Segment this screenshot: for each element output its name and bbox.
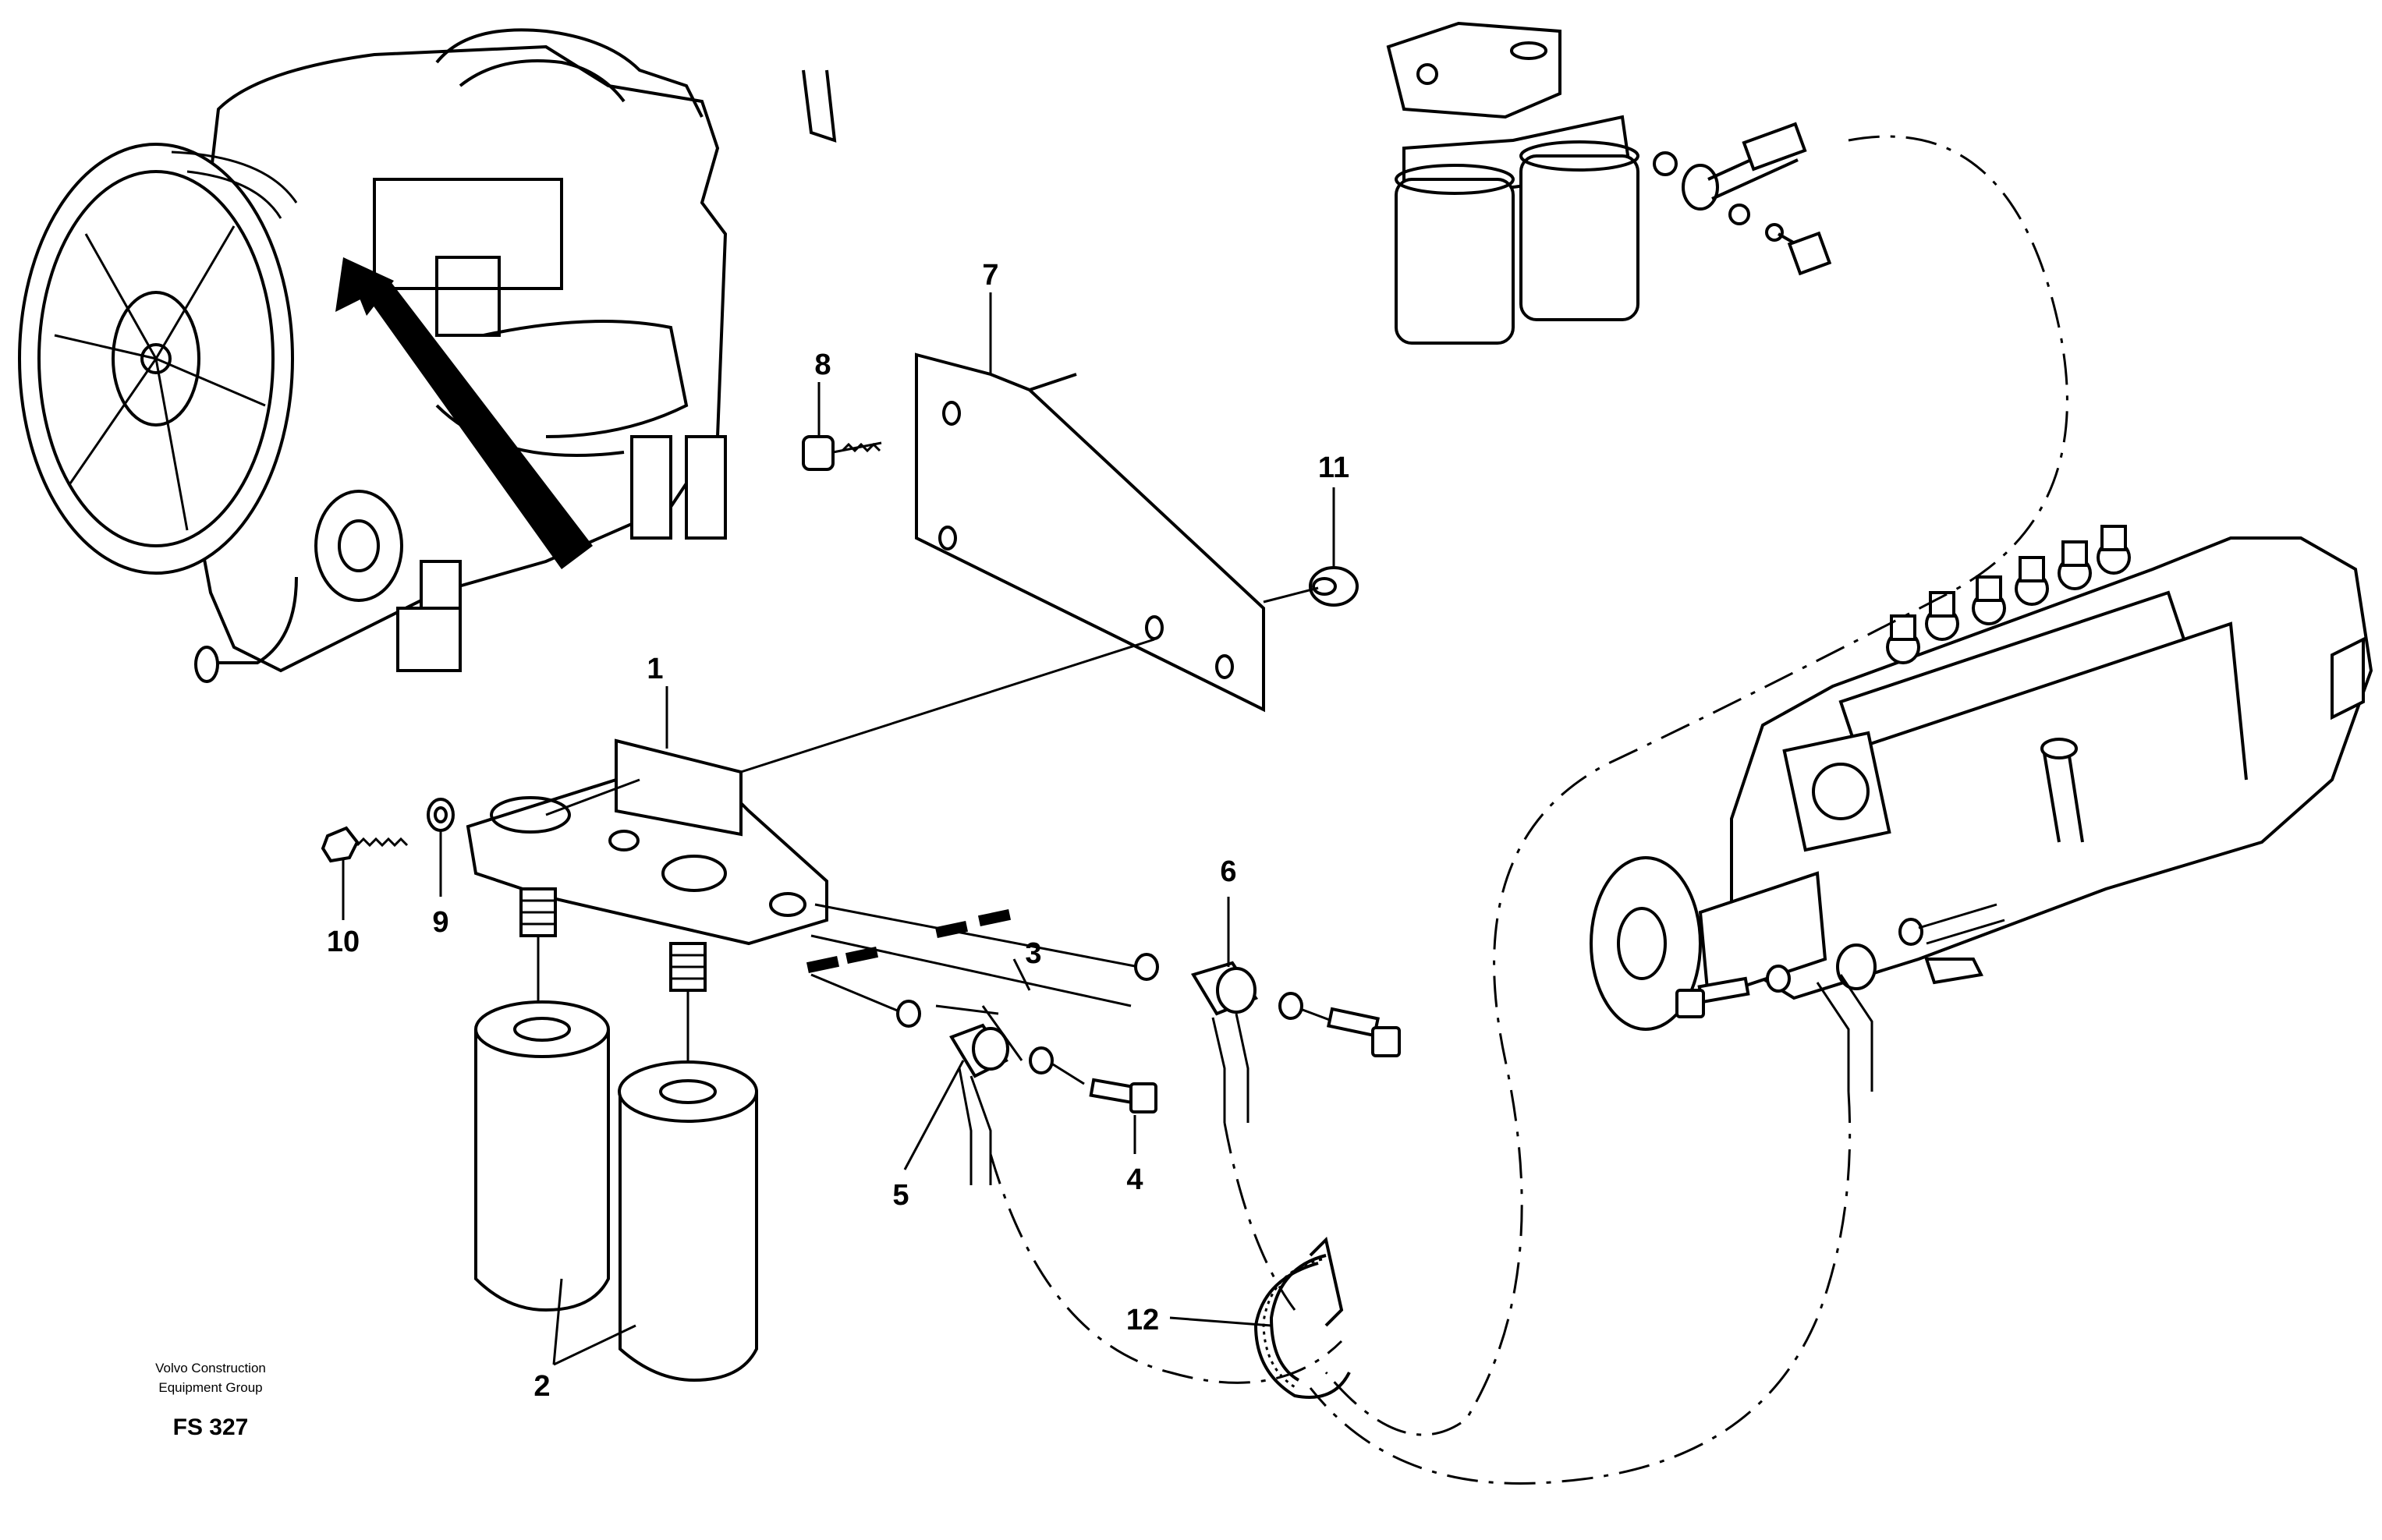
injection-pump bbox=[1590, 525, 2373, 1092]
screw-10 bbox=[321, 826, 409, 863]
delivery-valves bbox=[1886, 525, 2131, 664]
callout-3: 3 bbox=[1025, 937, 1041, 970]
figure-code: FS 327 bbox=[173, 1414, 249, 1440]
hose-clamp bbox=[1253, 1237, 1351, 1399]
callout-labels: 1 2 3 4 5 6 7 8 9 10 11 12 bbox=[327, 259, 1349, 1403]
nut-11 bbox=[1263, 566, 1359, 607]
callout-2: 2 bbox=[533, 1370, 550, 1403]
callout-11: 11 bbox=[1318, 451, 1349, 484]
callout-4: 4 bbox=[1126, 1163, 1143, 1196]
callout-6: 6 bbox=[1220, 855, 1236, 888]
callout-7: 7 bbox=[982, 259, 998, 292]
footer-company-line2: Equipment Group bbox=[158, 1380, 262, 1395]
filter-nipples bbox=[519, 887, 707, 1076]
footer-credit: Volvo Construction Equipment Group FS 32… bbox=[155, 1361, 266, 1440]
callout-10: 10 bbox=[327, 926, 360, 958]
filter-head bbox=[466, 638, 1155, 946]
filter-cartridges bbox=[474, 1000, 758, 1382]
callout-9: 9 bbox=[432, 906, 448, 939]
leader-lines bbox=[342, 292, 1335, 1366]
reference-filter-assembly bbox=[1386, 21, 1832, 345]
callout-1: 1 bbox=[647, 653, 663, 685]
fuel-lines-and-fittings bbox=[806, 903, 1401, 1185]
engine-illustration bbox=[18, 28, 837, 683]
callout-8: 8 bbox=[814, 349, 831, 381]
bolt-8 bbox=[802, 435, 882, 471]
washer-9 bbox=[427, 798, 455, 832]
bracket-plate bbox=[915, 352, 1265, 713]
callout-12: 12 bbox=[1126, 1304, 1159, 1336]
callout-5: 5 bbox=[892, 1179, 909, 1212]
footer-company-line1: Volvo Construction bbox=[155, 1361, 266, 1375]
